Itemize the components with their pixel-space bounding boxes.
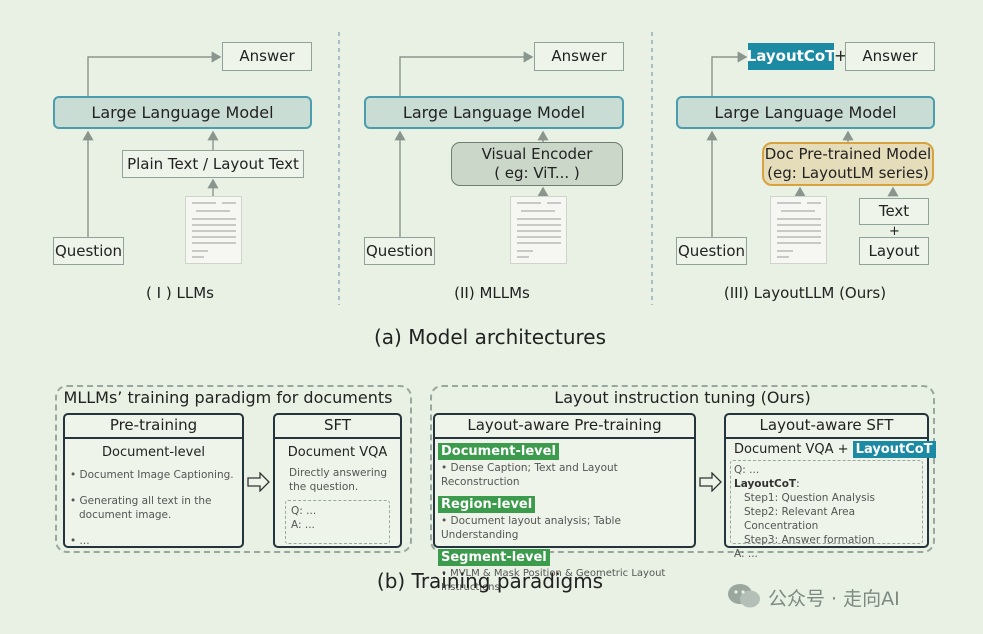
doc-pretrained-model-box: Doc Pre-trained Model (eg: LayoutLM seri… bbox=[762, 142, 934, 186]
sft-qa-box: Q: ... A: ... bbox=[285, 500, 390, 544]
layout-pretraining-header: Layout-aware Pre-training bbox=[435, 415, 694, 439]
segment-level-desc: • MVLM & Mask Position & Geometric Layou… bbox=[441, 568, 666, 593]
layout-tuning-frame bbox=[430, 385, 935, 553]
pretraining-subtitle: Document-level bbox=[102, 445, 205, 460]
document-level-desc: • Dense Caption; Text and Layout Reconst… bbox=[441, 462, 618, 488]
layoutcot-label: LayoutCoT bbox=[734, 478, 797, 490]
pretraining-header: Pre-training bbox=[65, 415, 242, 439]
caption-mllms: (II) MLLMs bbox=[454, 284, 530, 302]
layoutcot-badge: LayoutCoT bbox=[747, 43, 835, 70]
mllm-paradigm-frame bbox=[55, 385, 412, 553]
section-b-caption: (b) Training paradigms bbox=[376, 569, 604, 593]
right-arrow-icon bbox=[247, 472, 270, 492]
layout-sft-header: Layout-aware SFT bbox=[726, 415, 927, 439]
segment-level-tag: Segment-level bbox=[438, 549, 550, 566]
answer-box-mllms: Answer bbox=[534, 42, 624, 71]
sft-subtitle: Document VQA bbox=[287, 445, 388, 460]
docpre-line1: Doc Pre-trained Model bbox=[764, 145, 932, 163]
region-level-desc: • Document layout analysis; Table Unders… bbox=[441, 515, 621, 541]
plain-text-box: Plain Text / Layout Text bbox=[122, 150, 304, 178]
step1: Step1: Question Analysis bbox=[744, 492, 876, 504]
question-box-layoutllm: Question bbox=[676, 237, 747, 265]
layout-sft-a: A: ... bbox=[734, 548, 758, 560]
layout-sft-q: Q: ... bbox=[734, 464, 760, 476]
text-box: Text bbox=[859, 198, 929, 225]
llm-box-layoutllm: Large Language Model bbox=[676, 96, 935, 129]
layout-tuning-title: Layout instruction tuning (Ours) bbox=[554, 388, 811, 407]
visual-encoder-box: Visual Encoder ( eg: ViT... ) bbox=[451, 142, 623, 186]
sft-q: Q: ... bbox=[291, 505, 317, 517]
question-box-llms: Question bbox=[53, 237, 124, 265]
question-box-mllms: Question bbox=[364, 237, 435, 265]
region-level-tag: Region-level bbox=[438, 496, 536, 513]
layout-sft-subtitle: Document VQA + bbox=[734, 442, 849, 457]
mllm-paradigm-title: MLLMs’ training paradigm for documents bbox=[63, 388, 393, 407]
pretraining-item3: • ... bbox=[70, 535, 90, 547]
document-thumbnail bbox=[770, 196, 827, 264]
document-thumbnail bbox=[185, 196, 242, 264]
layout-pretraining-panel: Layout-aware Pre-training Document-level… bbox=[433, 413, 696, 593]
pretraining-item1: • Document Image Captioning. bbox=[70, 469, 234, 481]
document-level-tag: Document-level bbox=[438, 443, 559, 460]
sft-desc-line2: the question. bbox=[289, 481, 359, 493]
document-thumbnail bbox=[510, 196, 567, 264]
wechat-icon bbox=[728, 584, 760, 608]
sft-header: SFT bbox=[275, 415, 400, 439]
layoutcot-badge-sft: LayoutCoT bbox=[852, 441, 936, 458]
step2: Step2: Relevant Area Concentration bbox=[744, 506, 856, 532]
sft-desc-line1: Directly answering bbox=[289, 467, 388, 479]
docpre-line2: (eg: LayoutLM series) bbox=[767, 164, 929, 182]
encoder-line1: Visual Encoder bbox=[481, 145, 593, 163]
answer-box-llms: Answer bbox=[222, 42, 312, 71]
layout-sft-panel: Layout-aware SFT Document VQA + LayoutCo… bbox=[724, 413, 936, 560]
pretraining-panel: Pre-training Document-level • Document I… bbox=[63, 413, 244, 548]
connector-arrows bbox=[82, 32, 899, 305]
encoder-line2: ( eg: ViT... ) bbox=[494, 164, 580, 182]
plus-sign: + bbox=[834, 46, 848, 65]
section-a-caption: (a) Model architectures bbox=[373, 325, 607, 349]
watermark-text: 公众号 · 走向AI bbox=[768, 588, 900, 610]
pretraining-item2-line2: document image. bbox=[79, 509, 172, 521]
layout-sft-qa-box: Q: ... LayoutCoT: Step1: Question Analys… bbox=[730, 460, 923, 560]
step3: Step3: Answer formation bbox=[744, 534, 875, 546]
llm-box-llms: Large Language Model bbox=[53, 96, 312, 129]
sft-panel: SFT Document VQA Directly answering the … bbox=[273, 413, 402, 548]
caption-layoutllm: (III) LayoutLLM (Ours) bbox=[723, 284, 887, 302]
right-arrow-icon bbox=[699, 472, 722, 492]
plus-sign-2: + bbox=[889, 224, 900, 239]
sft-a: A: ... bbox=[291, 519, 315, 531]
answer-box-layoutllm: Answer bbox=[845, 42, 935, 71]
layoutcot-colon: : bbox=[796, 478, 800, 490]
layout-box: Layout bbox=[859, 237, 929, 265]
pretraining-item2-line1: • Generating all text in the bbox=[70, 495, 212, 507]
llm-box-mllms: Large Language Model bbox=[364, 96, 624, 129]
caption-llms: ( I ) LLMs bbox=[146, 284, 214, 302]
